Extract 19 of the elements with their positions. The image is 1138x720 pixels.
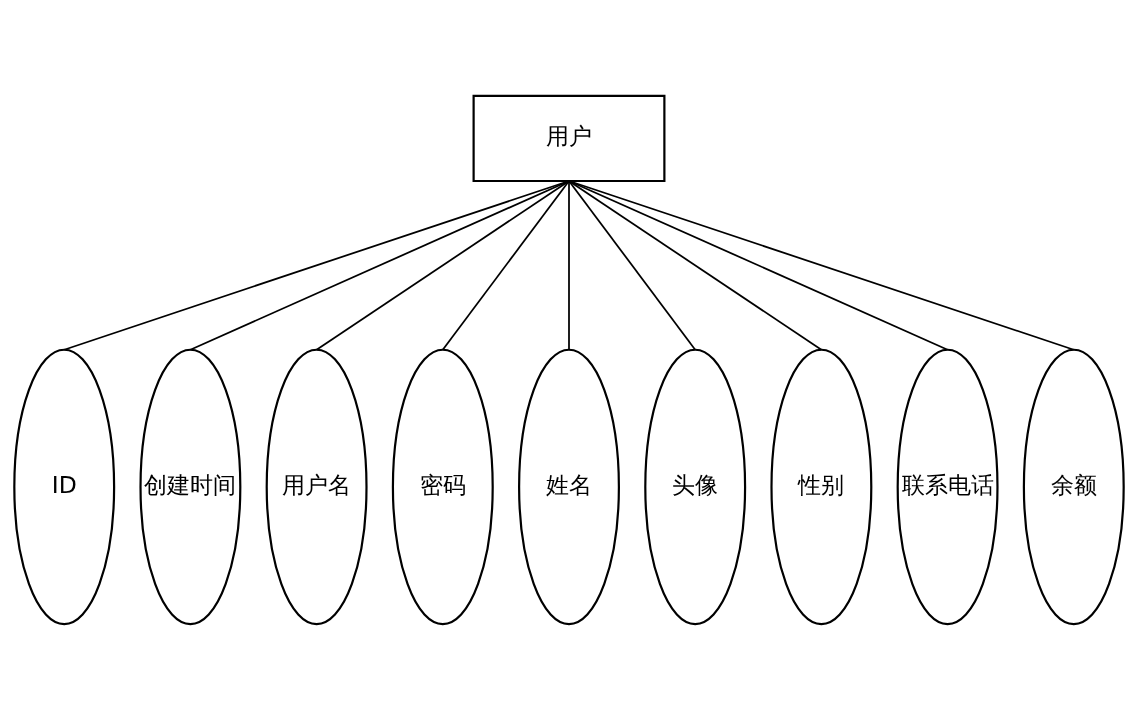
node-box: 用户 (472, 94, 666, 183)
node-ellipse: 用户名 (265, 348, 368, 626)
connector (568, 180, 949, 351)
node-ellipse: 联系电话 (896, 348, 999, 626)
connector (441, 180, 570, 351)
connector (315, 180, 570, 351)
node-ellipse: 创建时间 (139, 348, 242, 626)
node-ellipse: 余额 (1022, 348, 1125, 626)
node-ellipse: ID (13, 348, 116, 626)
node-ellipse: 头像 (644, 348, 747, 626)
connector (568, 180, 823, 351)
connector (63, 180, 570, 351)
node-ellipse: 姓名 (518, 348, 620, 626)
connector (568, 180, 1075, 351)
node-ellipse: 性别 (770, 348, 873, 626)
connector (189, 180, 570, 351)
node-ellipse: 密码 (391, 348, 494, 626)
connector (568, 180, 697, 351)
connector (568, 180, 570, 351)
